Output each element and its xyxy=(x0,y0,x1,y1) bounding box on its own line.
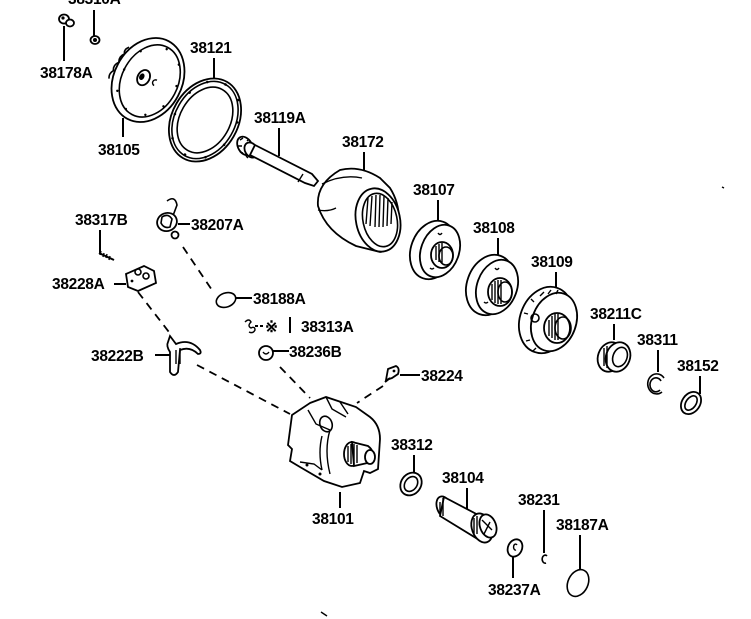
label-38172: 38172 xyxy=(342,134,384,151)
shift-lever-icon xyxy=(156,197,180,240)
o-ring-icon xyxy=(566,568,590,598)
seal-ring-icon xyxy=(399,471,423,497)
part-38109[interactable]: 38109 xyxy=(510,254,585,361)
label-38108: 38108 xyxy=(473,220,515,237)
snap-ring-icon xyxy=(646,373,665,395)
label-38311: 38311 xyxy=(637,332,678,349)
clip-icon xyxy=(541,554,548,564)
part-38152[interactable]: 38152 xyxy=(677,358,719,418)
stray-mark xyxy=(721,186,725,189)
drum-icon xyxy=(317,167,402,253)
part-38188A[interactable]: 38188A xyxy=(214,290,306,310)
part-38231[interactable]: 38231 xyxy=(518,492,561,564)
label-38109: 38109 xyxy=(531,254,573,271)
label-38187A: 38187A xyxy=(556,517,609,534)
part-38119A[interactable]: 38119A xyxy=(234,110,320,188)
gear-icon xyxy=(518,285,578,355)
label-38119A: 38119A xyxy=(254,110,306,127)
label-38224: 38224 xyxy=(421,368,463,385)
transfer-case-icon xyxy=(287,396,381,488)
gasket-icon xyxy=(168,77,242,163)
label-38211C: 38211C xyxy=(590,306,642,323)
label-38228A: 38228A xyxy=(52,276,105,293)
label-38207A: 38207A xyxy=(191,217,244,234)
part-38237A[interactable]: 38237A xyxy=(488,537,541,599)
label-38178A: 38178A xyxy=(40,65,93,82)
o-ring-icon xyxy=(215,291,237,309)
label-38237A: 38237A xyxy=(488,582,541,599)
part-38104[interactable]: 38104 xyxy=(434,470,500,546)
bearing-icon xyxy=(596,341,632,373)
part-38313A[interactable]: ※ 38313A xyxy=(244,317,354,336)
label-38222B: 38222B xyxy=(91,348,144,365)
stray-mark xyxy=(320,611,328,617)
part-38224[interactable]: 38224 xyxy=(356,365,464,404)
part-38228A[interactable]: 38228A xyxy=(52,265,173,337)
plug-icon xyxy=(258,345,274,361)
label-38313A: 38313A xyxy=(301,319,354,336)
label-38152: 38152 xyxy=(677,358,719,375)
part-38211C[interactable]: 38211C xyxy=(590,306,642,375)
label-38231: 38231 xyxy=(518,492,560,509)
part-38310A[interactable]: 38310A xyxy=(68,0,121,45)
part-38101[interactable]: 38101 xyxy=(287,396,381,528)
part-38311[interactable]: 38311 xyxy=(637,332,679,395)
shaft-icon xyxy=(236,135,320,188)
label-38317B: 38317B xyxy=(75,212,128,229)
label-38107: 38107 xyxy=(413,182,455,199)
spring-pin-icon xyxy=(98,250,115,261)
part-38172[interactable]: 38172 xyxy=(317,134,406,256)
label-38121: 38121 xyxy=(190,40,232,57)
cover-plate-icon xyxy=(108,37,186,123)
label-38312: 38312 xyxy=(391,437,433,454)
spring-icon xyxy=(244,319,256,334)
part-38107[interactable]: 38107 xyxy=(402,182,467,286)
label-38105: 38105 xyxy=(98,142,140,159)
part-38121[interactable]: 38121 xyxy=(154,40,255,175)
seal-ring-icon xyxy=(680,390,702,416)
pinion-gear-icon xyxy=(435,495,498,544)
label-38310A: 38310A xyxy=(68,0,121,8)
part-38187A[interactable]: 38187A xyxy=(556,517,609,600)
washer-icon xyxy=(506,538,524,558)
part-38312[interactable]: 38312 xyxy=(391,437,433,500)
label-38188A: 38188A xyxy=(253,291,306,308)
part-38108[interactable]: 38108 xyxy=(458,220,526,322)
shift-fork-icon xyxy=(166,334,202,376)
label-38236B: 38236B xyxy=(289,344,342,361)
bolt-icon xyxy=(384,365,400,383)
nut-icon xyxy=(89,35,101,45)
part-38222B[interactable]: 38222B xyxy=(91,334,291,415)
part-38207A[interactable]: 38207A xyxy=(155,197,244,294)
gear-icon xyxy=(465,253,519,317)
part-38178A[interactable]: 38178A xyxy=(40,13,93,83)
part-38105[interactable]: 38105 xyxy=(95,24,199,159)
bolt-icon xyxy=(58,13,75,28)
label-38104: 38104 xyxy=(442,470,484,487)
part-38236B[interactable]: 38236B xyxy=(258,344,342,399)
shift-block-icon xyxy=(125,265,158,292)
label-38101: 38101 xyxy=(312,511,354,528)
asterisk-marker: ※ xyxy=(265,319,278,336)
gear-icon xyxy=(409,219,462,281)
part-38317B[interactable]: 38317B xyxy=(75,212,128,261)
